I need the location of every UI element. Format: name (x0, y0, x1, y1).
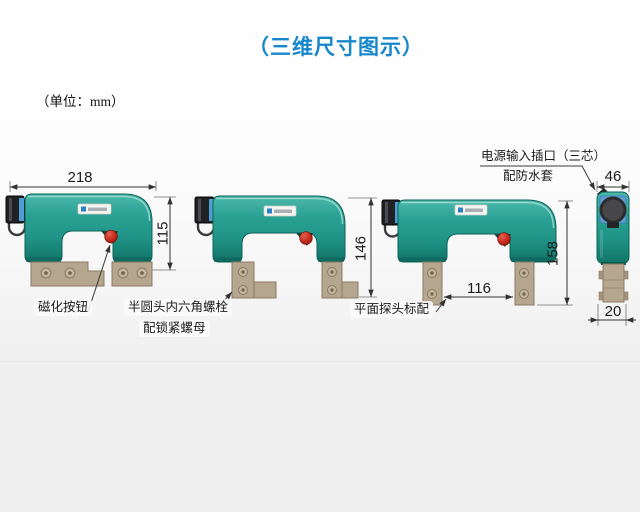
power-socket-icon (599, 196, 627, 228)
shoe-screws (40, 267, 148, 279)
brand-nameplate (454, 204, 488, 216)
dim-front-width: 218 (67, 169, 93, 186)
hanging-loop (196, 222, 216, 237)
dimension-lines (9, 184, 636, 323)
side-foot-column (598, 263, 629, 303)
label-magnetize-button: 磁化按钮 (34, 299, 93, 316)
dim-bolt-version-height: 146 (352, 235, 370, 262)
cable-connector (5, 195, 25, 224)
bolt-screws (238, 267, 337, 295)
brand-nameplate (263, 205, 297, 217)
dim-side-width: 46 (604, 168, 622, 185)
probe-screws (427, 268, 529, 299)
body-highlight (28, 195, 151, 222)
probe-view-graphic (381, 199, 557, 306)
label-power-socket-line2: 配防水套 (503, 169, 554, 183)
body-highlight (401, 201, 555, 229)
page-title: （三维尺寸图示） (248, 36, 424, 59)
yoke-body (397, 199, 557, 263)
dim-probe-spacing: 116 (467, 280, 491, 297)
hanging-loop (7, 222, 27, 237)
front-view-graphic (5, 193, 153, 287)
unit-note: （单位：mm） (36, 94, 125, 109)
magnetize-button-dot (104, 229, 118, 244)
label-flat-probe: 平面探头标配 (350, 301, 434, 318)
side-view-graphic (596, 188, 630, 303)
bolt-columns (231, 261, 359, 299)
body-highlight (216, 197, 344, 225)
dim-front-height: 115 (154, 221, 172, 246)
cable-connector (194, 196, 215, 224)
bolt-view-graphic (194, 195, 359, 299)
magnetize-button-dot (497, 232, 511, 246)
brand-nameplate (77, 203, 112, 215)
background-section-divider (0, 361, 640, 362)
magnetize-button-dot (299, 231, 313, 245)
dim-probe-version-height: 158 (544, 240, 562, 267)
cable-connector (381, 199, 401, 226)
label-power-socket-line1: 电源输入插口（三芯） (481, 149, 607, 163)
label-hex-bolt-line1: 半圆头内六角螺栓 (124, 299, 233, 316)
dim-side-foot-width: 20 (604, 303, 622, 320)
label-hex-bolt-line2: 配锁紧螺母 (139, 320, 210, 337)
